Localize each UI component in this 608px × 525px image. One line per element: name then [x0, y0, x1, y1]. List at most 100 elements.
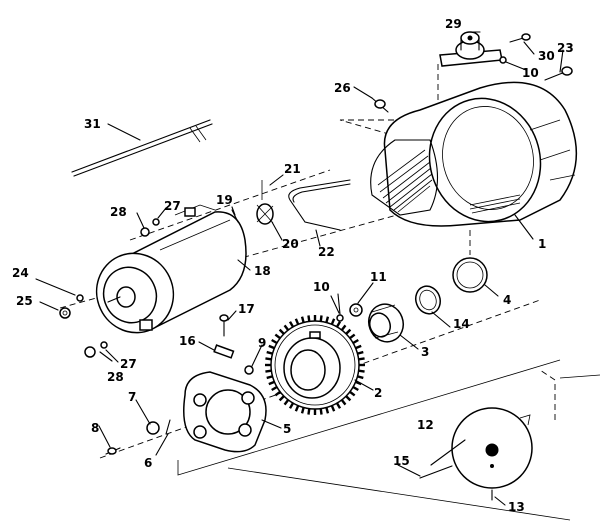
label-15: 15	[393, 454, 410, 468]
part-5-bracket	[183, 371, 267, 453]
label-21: 21	[284, 162, 301, 176]
part-25-nut	[59, 307, 71, 319]
gear-tooth	[294, 318, 300, 325]
gear-tooth	[283, 324, 290, 331]
label-3: 3	[421, 345, 429, 359]
label-31: 31	[84, 117, 101, 131]
gear-tooth	[283, 399, 290, 406]
part-27-washer-lower	[100, 341, 108, 349]
gear-tooth	[340, 399, 347, 406]
gear-tooth	[352, 385, 359, 392]
label-20: 20	[282, 237, 299, 251]
part-14-snap-ring	[414, 285, 442, 315]
label-17: 17	[238, 302, 255, 316]
part-15-pin	[419, 465, 453, 479]
part-20-pinion	[256, 203, 274, 225]
part-27-washer-upper	[152, 218, 160, 226]
gear-tooth	[274, 333, 281, 340]
callout-labels: 1 2 3 4 5 6 7 8 9 10 10 11 12 13 14 15 1…	[12, 17, 574, 514]
part-19-clip	[231, 209, 239, 223]
gear-tooth	[268, 380, 275, 386]
label-18: 18	[254, 264, 271, 278]
part-6-pin	[165, 419, 171, 435]
part-7-washer	[146, 421, 160, 435]
part-11-nut	[349, 303, 363, 317]
label-14: 14	[453, 317, 470, 331]
part-22-lead-wire	[261, 179, 351, 231]
label-16: 16	[179, 334, 196, 348]
gear-tooth	[300, 316, 305, 323]
gear-tooth	[358, 357, 365, 361]
housing-vent-slots	[469, 194, 521, 214]
gear-tooth	[330, 318, 336, 325]
gear-tooth	[271, 385, 278, 392]
label-4: 4	[503, 293, 511, 307]
part-18-motor	[95, 204, 247, 334]
gear-tooth	[319, 315, 323, 322]
gear-tooth	[300, 407, 305, 414]
label-27-upper: 27	[164, 199, 181, 213]
gear-tooth	[340, 324, 347, 331]
gear-tooth	[266, 350, 273, 355]
housing-field-coil	[377, 149, 433, 213]
gear-tooth	[345, 395, 352, 402]
label-28-upper: 28	[110, 205, 127, 219]
part-3-collar	[368, 303, 404, 343]
part-16-key	[213, 344, 235, 359]
part-10-washer-top	[499, 56, 507, 64]
label-28-lower: 28	[107, 370, 124, 384]
gear-tooth	[266, 375, 273, 380]
gear-tooth	[335, 321, 342, 328]
label-13: 13	[508, 500, 525, 514]
gear-tooth	[349, 333, 356, 340]
label-9: 9	[258, 336, 266, 350]
gear-tooth	[330, 405, 336, 412]
ring-gear-teeth	[265, 315, 365, 415]
part-23-screw	[544, 66, 573, 81]
gear-tooth	[307, 315, 311, 322]
part-10-washer-mid	[336, 314, 344, 322]
gear-tooth	[288, 402, 295, 409]
label-7: 7	[128, 390, 136, 404]
gear-tooth	[352, 338, 359, 345]
gear-tooth	[345, 328, 352, 335]
label-5: 5	[283, 422, 291, 436]
label-30: 30	[538, 49, 555, 63]
gear-tooth	[265, 369, 272, 373]
part-26-bolt	[371, 97, 389, 113]
part-30-screw	[509, 33, 531, 43]
label-2: 2	[374, 386, 382, 400]
part-2-ring-gear	[265, 315, 365, 415]
part-4-retainer-ring	[452, 257, 488, 293]
gear-tooth	[325, 407, 330, 414]
gear-tooth	[355, 380, 362, 386]
label-24: 24	[12, 266, 29, 280]
label-23: 23	[557, 41, 574, 55]
label-8: 8	[91, 421, 99, 435]
gear-tooth	[274, 390, 281, 397]
gear-tooth	[294, 405, 300, 412]
part-12-disc	[451, 407, 533, 489]
gear-tooth	[271, 338, 278, 345]
gear-tooth	[319, 408, 323, 415]
gear-tooth	[278, 395, 285, 402]
part-28-nut-lower	[84, 346, 96, 358]
label-25: 25	[16, 294, 33, 308]
label-29: 29	[445, 17, 462, 31]
gear-tooth	[335, 402, 342, 409]
part-8-screw	[105, 447, 121, 455]
gear-tooth	[288, 321, 295, 328]
gear-tooth	[358, 369, 365, 373]
part-1-housing	[370, 81, 578, 227]
label-6: 6	[144, 456, 152, 470]
gear-tooth	[349, 390, 356, 397]
part-31-rod	[71, 119, 213, 177]
gear-tooth	[357, 350, 364, 355]
part-28-nut-upper	[140, 227, 150, 237]
part-24-washer	[76, 294, 84, 302]
gear-tooth	[265, 357, 272, 361]
leader-lines	[35, 31, 564, 506]
label-12: 12	[417, 418, 434, 432]
